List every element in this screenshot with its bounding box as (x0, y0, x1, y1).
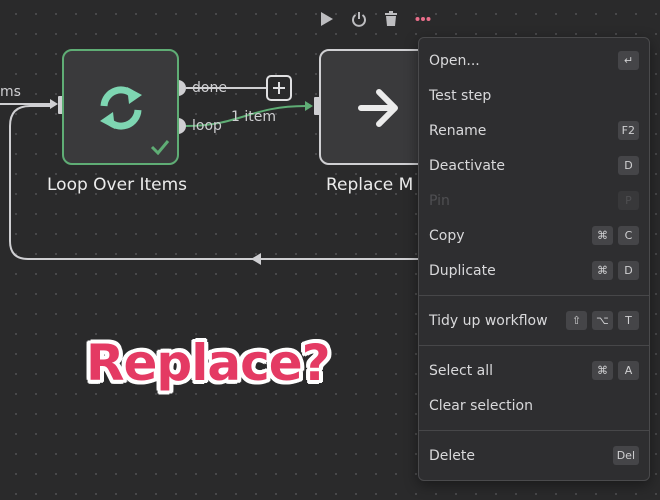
menu-item-rename[interactable]: Rename F2 (419, 113, 649, 148)
shortcut-key: P (618, 191, 639, 210)
shortcut-key: D (618, 261, 639, 280)
shortcut-keys: ⌘A (592, 361, 639, 380)
menu-item-label: Rename (429, 122, 487, 139)
shortcut-key: ⌘ (592, 261, 613, 280)
menu-item-label: Tidy up workflow (429, 312, 548, 329)
loop-over-items-node[interactable] (62, 49, 179, 165)
more-icon (415, 17, 431, 21)
shortcut-keys: F2 (617, 121, 639, 140)
power-icon (352, 12, 366, 27)
shortcut-keys: ⇧ ⌥ T (566, 311, 639, 330)
shortcut-keys: D (618, 156, 639, 175)
shortcut-key: A (618, 361, 639, 380)
menu-item-label: Copy (429, 227, 465, 244)
loop-label: loop (192, 118, 222, 134)
menu-separator (419, 430, 649, 431)
annotation-text: Replace? (86, 334, 331, 392)
menu-separator (419, 295, 649, 296)
arrow-right-icon (358, 89, 398, 127)
menu-item-label: Deactivate (429, 157, 506, 174)
shortcut-keys: ↵ (618, 51, 639, 70)
menu-item-label: Test step (429, 87, 492, 104)
menu-item-label: Clear selection (429, 397, 533, 414)
replace-node[interactable] (319, 49, 437, 165)
menu-item-open[interactable]: Open... ↵ (419, 43, 649, 78)
menu-item-delete[interactable]: Delete Del (419, 438, 649, 473)
menu-item-label: Open... (429, 52, 480, 69)
shortcut-key: ⌘ (592, 361, 613, 380)
replace-node-label: Replace M (326, 175, 414, 195)
shortcut-key: ⌥ (592, 311, 613, 330)
loop-back-arrowhead (251, 253, 261, 265)
loop-back-connection[interactable] (9, 105, 420, 260)
menu-item-select-all[interactable]: Select all⌘A (419, 353, 649, 388)
more-options-button[interactable] (414, 10, 432, 28)
shortcut-keys: Del (612, 446, 639, 465)
loop-node-label: Loop Over Items (47, 175, 188, 195)
trash-icon (385, 11, 397, 26)
loop-connection-arrowhead (305, 101, 313, 111)
menu-item-label: Select all (429, 362, 493, 379)
shortcut-key: ↵ (618, 51, 639, 70)
menu-item-clear-selection[interactable]: Clear selection (419, 388, 649, 423)
menu-item-deactivate[interactable]: Deactivate D (419, 148, 649, 183)
shortcut-keys: ⌘D (592, 261, 639, 280)
incoming-label: ms (0, 84, 21, 100)
menu-item-label: Delete (429, 447, 475, 464)
refresh-icon (100, 86, 142, 130)
shortcut-keys: P (618, 191, 639, 210)
menu-item-tidy-up-workflow[interactable]: Tidy up workflow ⇧ ⌥ T (419, 303, 649, 338)
shortcut-key: ⇧ (566, 311, 587, 330)
incoming-arrowhead (50, 99, 58, 109)
shortcut-key: T (618, 311, 639, 330)
menu-item-label: Pin (429, 192, 450, 209)
play-button[interactable] (318, 10, 336, 28)
shortcut-key: Del (612, 446, 639, 465)
menu-item-label: Duplicate (429, 262, 496, 279)
done-label: done (192, 80, 227, 96)
menu-separator (419, 345, 649, 346)
shortcut-keys: ⌘C (592, 226, 639, 245)
node-toolbar (318, 10, 432, 28)
menu-item-test-step[interactable]: Test step (419, 78, 649, 113)
check-icon (150, 140, 170, 155)
menu-item-duplicate[interactable]: Duplicate⌘D (419, 253, 649, 288)
menu-item-pin: Pin P (419, 183, 649, 218)
shortcut-key: ⌘ (592, 226, 613, 245)
loop-connection[interactable] (185, 105, 307, 127)
delete-button[interactable] (382, 10, 400, 28)
edge-item-count: 1 item (231, 109, 276, 125)
shortcut-key: F2 (617, 121, 639, 140)
menu-item-copy[interactable]: Copy⌘C (419, 218, 649, 253)
deactivate-button[interactable] (350, 10, 368, 28)
play-icon (321, 12, 333, 26)
plus-icon (273, 82, 285, 94)
shortcut-key: D (618, 156, 639, 175)
shortcut-key: C (618, 226, 639, 245)
